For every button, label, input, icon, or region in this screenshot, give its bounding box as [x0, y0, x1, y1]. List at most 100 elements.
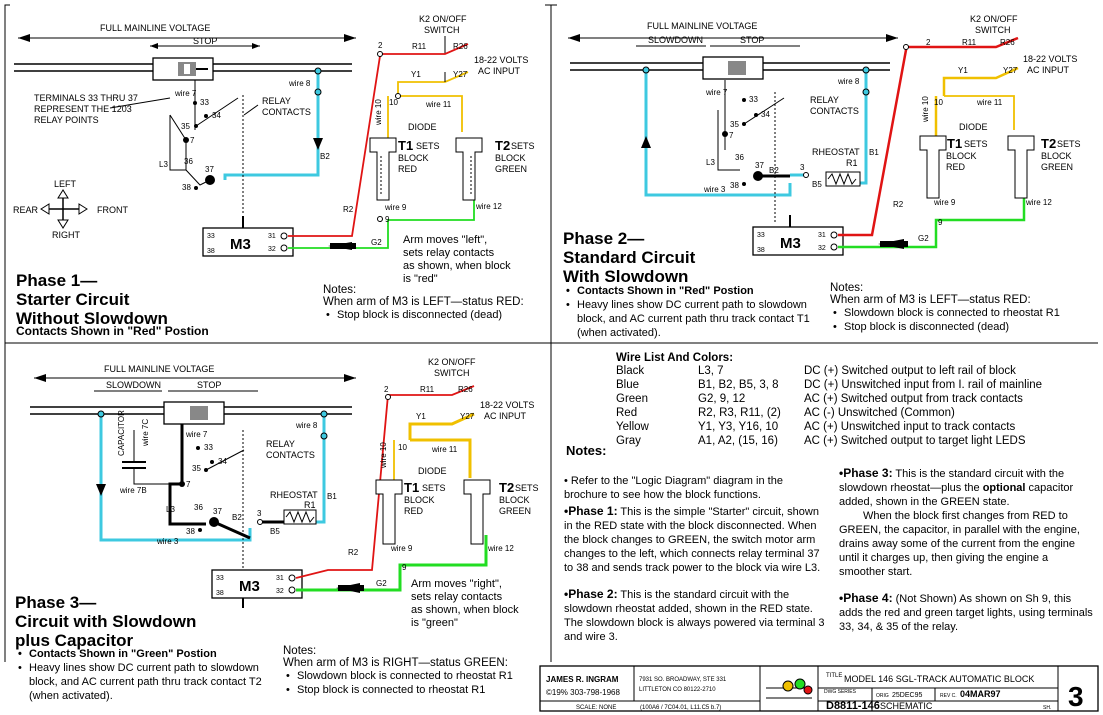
note-phase4: •Phase 4: (Not Shown) As shown on Sh 9, … [839, 591, 1093, 633]
p1-arm-note-2: sets relay contacts [403, 247, 495, 259]
svg-text:3: 3 [800, 163, 805, 172]
svg-text:37: 37 [755, 161, 764, 170]
phase2-notes-lead: When arm of M3 is LEFT—status RED: [830, 294, 1031, 306]
svg-text:34: 34 [212, 111, 221, 120]
title-rev-label: REV C. [940, 693, 957, 699]
phase2-note-1: Slowdown block is connected to rheostat … [833, 306, 1095, 320]
p1-arm-note-3: as shown, when block [403, 260, 511, 272]
rear-label: REAR [13, 205, 39, 215]
wire7-label: wire 7 [174, 89, 197, 98]
p2-wire9-label: wire 9 [933, 198, 956, 207]
svg-text:33: 33 [200, 98, 209, 107]
t2-label: T2 [495, 138, 510, 153]
svg-text:38: 38 [757, 247, 765, 254]
title-ref: (100A6 / 7C04.01, L11.C5 b.7) [640, 705, 721, 711]
p3-wire11-label: wire 11 [431, 445, 458, 454]
svg-text:33: 33 [204, 443, 213, 452]
y1-label: Y1 [411, 70, 421, 79]
p2-r11-label: R11 [962, 38, 977, 47]
p2-wire12-label: wire 12 [1025, 198, 1052, 207]
p2-ac-input-label: AC INPUT [1027, 65, 1070, 75]
wire-list-title: Wire List And Colors: [616, 352, 734, 364]
phase1-title-line2: Starter Circuit [16, 290, 130, 309]
phase3-notes-lead: When arm of M3 is RIGHT—status GREEN: [283, 657, 508, 669]
notes-left-column: • Refer to the "Logic Diagram" diagram i… [564, 474, 826, 644]
p3-slowdown-label: SLOWDOWN [106, 380, 161, 390]
p2-t1-label: T1 [947, 136, 962, 151]
phase3-note-1: Slowdown block is connected to rheostat … [286, 669, 543, 683]
title-address2: LITTLETON CO 80122-2710 [639, 687, 716, 693]
p2-y1-label: Y1 [958, 66, 968, 75]
p3-l3-label: L3 [166, 505, 175, 514]
diode-label: DIODE [408, 122, 437, 132]
p2-g2-label: G2 [918, 234, 929, 243]
svg-text:36: 36 [194, 503, 203, 512]
t1-sets-label: SETS [416, 141, 440, 151]
phase1-notes: Notes: When arm of M3 is LEFT—status RED… [323, 284, 543, 322]
phase2-notes: Notes: When arm of M3 is LEFT—status RED… [830, 282, 1095, 334]
phase3-title-line3: plus Capacitor [15, 631, 134, 650]
switch-label: SWITCH [424, 25, 460, 35]
phase3-diagram: FULL MAINLINE VOLTAGE SLOWDOWN STOP wire… [30, 357, 539, 629]
p2-wire11-label: wire 11 [976, 98, 1003, 107]
p3-t1-sets-label: SETS [422, 483, 446, 493]
wire11-label: wire 11 [425, 100, 452, 109]
contacts-label: CONTACTS [262, 107, 311, 117]
sheet-number: 3 [1068, 681, 1084, 712]
wire9-label: wire 9 [384, 203, 407, 212]
p2-diode-label: DIODE [959, 122, 988, 132]
svg-text:33: 33 [757, 232, 765, 239]
phase3-title: Phase 3— Circuit with Slowdown plus Capa… [15, 593, 196, 650]
direction-compass: LEFT RIGHT REAR FRONT [13, 179, 128, 240]
p3-wire3-label: wire 3 [156, 537, 179, 546]
title-text: MODEL 146 SGL-TRACK AUTOMATIC BLOCK [844, 674, 1034, 684]
p2-r1-label: R1 [846, 158, 858, 168]
svg-text:32: 32 [818, 245, 826, 252]
title-dwg-label: DWG SERIES [824, 689, 857, 695]
front-label: FRONT [97, 205, 128, 215]
svg-text:36: 36 [735, 153, 744, 162]
wire12-label: wire 12 [475, 202, 502, 211]
svg-text:10: 10 [389, 98, 398, 107]
phase3-title-line1: Phase 3— [15, 593, 97, 612]
p2-t1-sets-label: SETS [964, 139, 988, 149]
p3-b2-label: B2 [232, 513, 242, 522]
note-logic-diagram: • Refer to the "Logic Diagram" diagram i… [564, 475, 783, 501]
p3-full-voltage-label: FULL MAINLINE VOLTAGE [104, 364, 214, 374]
l3-label: L3 [159, 160, 168, 169]
p3-ac-input-label: AC INPUT [484, 411, 527, 421]
svg-text:31: 31 [276, 575, 284, 582]
y27-label: Y27 [453, 70, 468, 79]
phase3-notes: Notes: When arm of M3 is RIGHT—status GR… [283, 645, 543, 697]
p2-k2-label: K2 ON/OFF [970, 14, 1018, 24]
p3-wire8-label: wire 8 [295, 421, 318, 430]
svg-text:38: 38 [182, 183, 191, 192]
p2-y27-label: Y27 [1003, 66, 1018, 75]
p2-slowdown-label: SLOWDOWN [648, 35, 703, 45]
t1-block-label: BLOCK [398, 153, 429, 163]
t2-sets-label: SETS [511, 141, 535, 151]
p3-t2-block-label: BLOCK [499, 495, 530, 505]
p2-volts-label: 18-22 VOLTS [1023, 54, 1077, 64]
p2-wire10-label: wire 10 [921, 96, 930, 123]
title-type: SCHEMATIC [880, 701, 933, 711]
p3-y27-label: Y27 [460, 412, 475, 421]
p1-arm-note-1: Arm moves "left", [403, 234, 487, 246]
phase2-diagram: FULL MAINLINE VOLTAGE SLOWDOWN STOP wire… [568, 14, 1081, 256]
wire8-label: wire 8 [288, 79, 311, 88]
ac-input-label: AC INPUT [478, 66, 521, 76]
svg-text:9: 9 [385, 215, 390, 224]
svg-text:7: 7 [186, 480, 191, 489]
phase2-notes-heading: Notes: [830, 282, 864, 294]
p2-t1-block-label: BLOCK [946, 151, 977, 161]
title-sh-label: SH. [1043, 705, 1051, 711]
p3-wire7b-label: wire 7B [119, 486, 147, 495]
svg-text:37: 37 [205, 165, 214, 174]
p3-t2-label: T2 [499, 480, 514, 495]
p3-m3-label: M3 [239, 578, 260, 595]
svg-text:3: 3 [257, 509, 262, 518]
svg-text:31: 31 [818, 232, 826, 239]
title-rev: 04MAR97 [960, 689, 1001, 699]
